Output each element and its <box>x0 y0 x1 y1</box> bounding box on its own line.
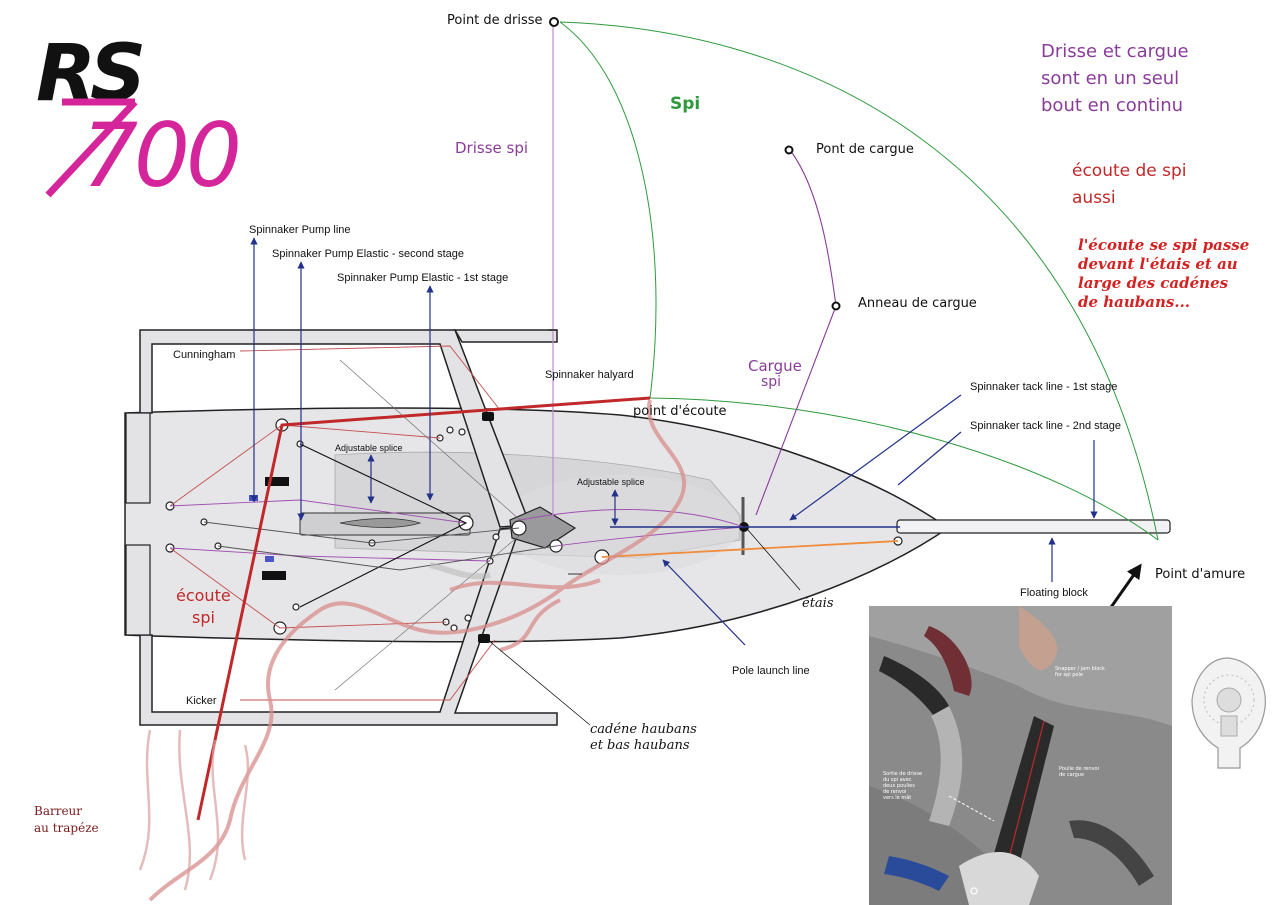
photo-note-left: Sortie de drisse du spi avec deux poulie… <box>883 771 923 801</box>
label-ecoute-spi: spi <box>192 608 215 627</box>
label-cunningham: Cunningham <box>173 349 236 361</box>
chainplate-top <box>482 412 494 421</box>
chainplate-bottom <box>478 634 490 643</box>
label-cargue-spi: spi <box>761 374 782 390</box>
transom-bottom <box>125 544 151 636</box>
note-line: de haubans... <box>1078 293 1191 311</box>
note-line: large des cadénes <box>1078 274 1229 292</box>
etais-leader <box>747 529 801 591</box>
label-arrows <box>250 237 1098 646</box>
bowsprit <box>896 519 1171 534</box>
note-line: bout en continu <box>1041 95 1184 116</box>
label-pump-line: Spinnaker Pump line <box>249 224 351 236</box>
spinnaker-foot <box>649 397 1159 541</box>
label-pole-launch: Pole launch line <box>732 665 810 677</box>
spinnaker-leech <box>559 21 657 399</box>
pulley-icon <box>1191 657 1266 769</box>
retrieval-ring <box>831 301 841 311</box>
label-pump-elastic-1: Spinnaker Pump Elastic - 1st stage <box>337 272 509 284</box>
label-cadene-haubans: cadéne haubans <box>590 722 697 737</box>
note-ecoute-passe: l'écoute se spi passe devant l'étais et … <box>1078 236 1249 312</box>
label-point-ecoute: point d'écoute <box>633 404 727 419</box>
retrieval-line <box>755 149 837 516</box>
bow-photo: Snapper / jam block for spi pole Sortie … <box>869 606 1172 905</box>
label-tack-line-1: Spinnaker tack line - 1st stage <box>970 381 1118 393</box>
label-ecoute: écoute <box>176 586 231 605</box>
label-barreur: Barreur <box>34 804 83 818</box>
boom-slot <box>339 518 422 528</box>
label-point-amure: Point d'amure <box>1155 567 1246 582</box>
label-anneau-de-cargue: Anneau de cargue <box>858 296 977 311</box>
label-adjustable-splice-2: Adjustable splice <box>577 477 645 487</box>
cleat-bottom <box>262 571 286 580</box>
halyard-point <box>549 17 559 27</box>
retrieval-patch-point <box>784 145 794 155</box>
sheet-tail-rope-2 <box>138 729 250 891</box>
block-dots <box>429 562 491 580</box>
label-pump-elastic-2: Spinnaker Pump Elastic - second stage <box>272 248 464 260</box>
label-bas-haubans: et bas haubans <box>590 738 690 753</box>
label-adjustable-splice-1: Adjustable splice <box>335 443 403 453</box>
label-kicker: Kicker <box>186 695 217 707</box>
label-etais: étais <box>802 596 834 611</box>
label-spi: Spi <box>670 94 701 114</box>
note-line: devant l'étais et au <box>1078 255 1238 273</box>
photo-note-right: Poulie de renvoi de cargue <box>1059 766 1099 778</box>
tack-line-orange <box>601 540 899 558</box>
photo-content <box>869 606 1172 905</box>
label-point-de-drisse: Point de drisse <box>447 13 543 28</box>
note-line: l'écoute se spi passe <box>1078 236 1250 254</box>
cleat-top <box>265 477 289 486</box>
label-halyard: Spinnaker halyard <box>545 369 634 381</box>
spinnaker-sheet <box>196 396 651 821</box>
label-cargue: Cargue <box>748 357 802 375</box>
sheet-tail-rope <box>148 399 687 902</box>
note-ecoute-aussi: écoute de spi aussi <box>1072 158 1187 212</box>
photo-note-top: Snapper / jam block for spi pole <box>1055 666 1105 678</box>
mast-base <box>509 506 577 549</box>
note-line: aussi <box>1072 188 1116 208</box>
spinnaker-luff <box>559 21 1159 541</box>
label-drisse-spi: Drisse spi <box>455 139 529 157</box>
transom-top <box>125 412 151 504</box>
cadene-leader <box>487 639 591 726</box>
note-drisse-cargue: Drisse et cargue sont en un seul bout en… <box>1041 38 1189 119</box>
label-floating-block: Floating block <box>1020 587 1088 599</box>
note-line: écoute de spi <box>1072 161 1187 181</box>
label-au-trapeze: au trapéze <box>34 821 99 835</box>
logo-slash <box>45 98 138 198</box>
blue-block-2 <box>265 556 274 562</box>
label-pont-de-cargue: Pont de cargue <box>816 142 914 157</box>
note-line: sont en un seul <box>1041 68 1180 89</box>
label-tack-line-2: Spinnaker tack line - 2nd stage <box>970 420 1122 432</box>
note-line: Drisse et cargue <box>1041 41 1189 62</box>
